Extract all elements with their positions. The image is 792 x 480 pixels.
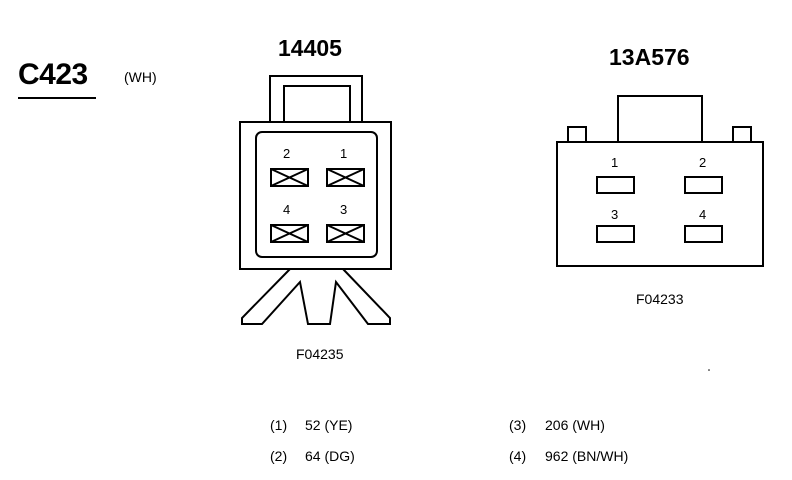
connector-id-underline bbox=[18, 97, 96, 99]
right-terminal-3 bbox=[596, 225, 635, 243]
left-pin-label-2: 2 bbox=[283, 146, 291, 161]
wire-pin-4: (4) bbox=[509, 448, 527, 464]
right-top-latch bbox=[617, 95, 703, 143]
right-pin-label-2: 2 bbox=[699, 155, 707, 170]
left-part-number: 14405 bbox=[278, 35, 342, 61]
wire-circuit-2: 64 (DG) bbox=[305, 448, 355, 464]
left-figure-code: F04235 bbox=[296, 346, 344, 362]
right-part-number: 13A576 bbox=[609, 44, 690, 70]
left-terminal-1 bbox=[326, 168, 365, 187]
right-terminal-2 bbox=[684, 176, 723, 194]
connector-color: (WH) bbox=[124, 69, 157, 85]
left-wire-exit bbox=[241, 268, 391, 325]
right-housing bbox=[556, 141, 764, 267]
right-terminal-4 bbox=[684, 225, 723, 243]
left-pin-label-3: 3 bbox=[340, 202, 348, 217]
wire-pin-3: (3) bbox=[509, 417, 527, 433]
right-figure-code: F04233 bbox=[636, 291, 684, 307]
left-terminal-4 bbox=[270, 224, 309, 243]
right-connector-drawing bbox=[556, 95, 764, 267]
left-latch-tab bbox=[269, 75, 363, 122]
left-pin-label-4: 4 bbox=[283, 202, 291, 217]
left-terminal-3 bbox=[326, 224, 365, 243]
left-housing-outer bbox=[239, 121, 392, 270]
right-pin-label-1: 1 bbox=[611, 155, 619, 170]
specks bbox=[708, 369, 710, 371]
wire-circuit-4: 962 (BN/WH) bbox=[545, 448, 629, 464]
wire-pin-2: (2) bbox=[270, 448, 288, 464]
left-housing-inner bbox=[255, 131, 378, 258]
left-latch-tab-inner bbox=[283, 85, 351, 122]
right-pin-label-4: 4 bbox=[699, 207, 707, 222]
right-right-nub bbox=[732, 126, 752, 143]
wire-circuit-3: 206 (WH) bbox=[545, 417, 605, 433]
right-terminal-1 bbox=[596, 176, 635, 194]
wire-circuit-1: 52 (YE) bbox=[305, 417, 353, 433]
left-pin-label-1: 1 bbox=[340, 146, 348, 161]
right-left-nub bbox=[567, 126, 587, 143]
wire-pin-1: (1) bbox=[270, 417, 288, 433]
right-pin-label-3: 3 bbox=[611, 207, 619, 222]
left-terminal-2 bbox=[270, 168, 309, 187]
connector-id: C423 bbox=[18, 58, 88, 91]
left-connector-drawing bbox=[239, 75, 392, 325]
